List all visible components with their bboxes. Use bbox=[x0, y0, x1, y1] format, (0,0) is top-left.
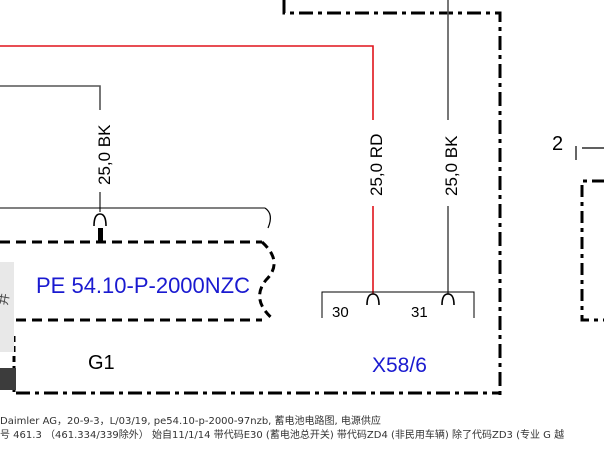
footer-line-1: Daimler AG，20-9-3，L/03/19, pe54.10-p-200… bbox=[0, 416, 381, 427]
x58-6-pin-31-socket bbox=[441, 293, 455, 306]
x58-6-box bbox=[321, 291, 475, 318]
upper-module-frame bbox=[282, 0, 502, 395]
g1-label: G1 bbox=[88, 352, 115, 374]
pin-30-label: 30 bbox=[332, 304, 349, 321]
x58-6-pin-30-socket bbox=[366, 293, 380, 306]
svg-text:井: 井 bbox=[0, 292, 12, 306]
red-wire-25-rd[interactable] bbox=[0, 45, 374, 294]
pe-reference-link[interactable]: PE 54.10-P-2000NZC bbox=[36, 273, 250, 298]
g1-lower-frame bbox=[12, 336, 500, 395]
red-wire-label: 25,0 RD bbox=[367, 134, 386, 196]
gray-wire-left-bk[interactable] bbox=[0, 85, 101, 212]
left-wire-label: 25,0 BK bbox=[95, 124, 114, 185]
left-margin-stamp-icon: 井 bbox=[0, 262, 16, 390]
right-module-frame bbox=[575, 146, 604, 322]
g1-connector-pin bbox=[98, 228, 103, 242]
g1-connector-socket bbox=[93, 213, 107, 227]
grid-column-label: 2 bbox=[552, 133, 563, 155]
center-bk-wire-label: 25,0 BK bbox=[442, 135, 461, 196]
g1-boundary bbox=[0, 207, 271, 229]
footer-line-2: 号 461.3 （461.334/339除外） 始自11/1/14 带代码E30… bbox=[0, 430, 565, 441]
pin-31-label: 31 bbox=[411, 304, 428, 321]
x58-6-label[interactable]: X58/6 bbox=[372, 354, 427, 377]
g1-dashed-box bbox=[0, 240, 276, 322]
